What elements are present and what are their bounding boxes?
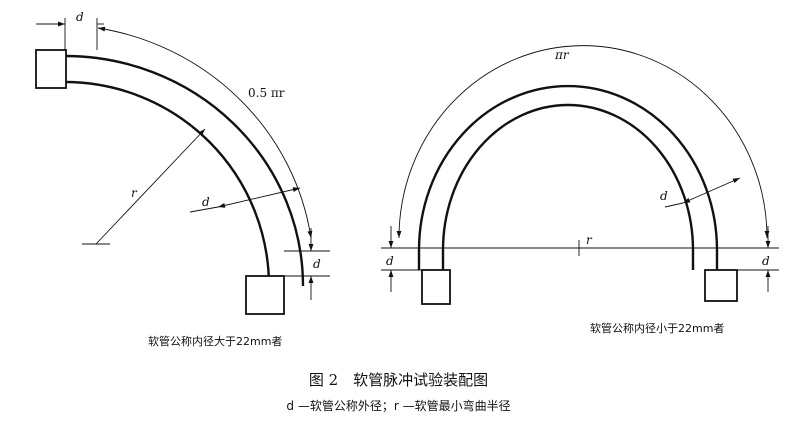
left-radius-label: r: [131, 186, 138, 200]
right-right-fitting: [704, 269, 738, 302]
left-diag-d-arrow: [217, 187, 301, 208]
left-hose-inner-wall: [64, 80, 271, 287]
right-r-label: r: [586, 233, 593, 247]
left-radius-line: [95, 128, 206, 245]
left-bottom-fitting: [245, 275, 285, 315]
right-figure: r πr d d d: [381, 45, 779, 305]
left-half-pi-r-label: 0.5 πr: [248, 86, 285, 100]
right-hose-outer-wall: [417, 84, 719, 270]
right-diag-d-label: d: [660, 189, 668, 203]
left-diag-d-leader: [189, 206, 219, 213]
left-figure: d 0.5 πr r d d: [35, 10, 330, 315]
right-left-fitting: [421, 269, 451, 305]
left-half-pi-r-arc: [97, 26, 313, 239]
right-hose-inner-wall: [441, 103, 695, 270]
right-right-d-label: d: [762, 254, 770, 268]
left-side-d-label: d: [313, 257, 321, 271]
figure-legend: d —软管公称外径；r —软管最小弯曲半径: [286, 399, 511, 413]
right-pi-r-arc: [396, 45, 770, 239]
right-diag-d-leader: [664, 202, 684, 208]
right-pi-r-label: πr: [554, 48, 570, 62]
right-diag-d-arrow: [682, 177, 741, 204]
left-top-d-label: d: [76, 10, 84, 24]
left-figure-caption: 软管公称内径大于22mm者: [148, 335, 283, 348]
figure-title: 图 2 软管脉冲试验装配图: [308, 371, 489, 389]
right-figure-caption: 软管公称内径小于22mm者: [590, 322, 725, 335]
left-top-fitting: [35, 49, 67, 89]
right-left-d-label: d: [386, 254, 394, 268]
left-diag-d-label: d: [202, 195, 210, 209]
